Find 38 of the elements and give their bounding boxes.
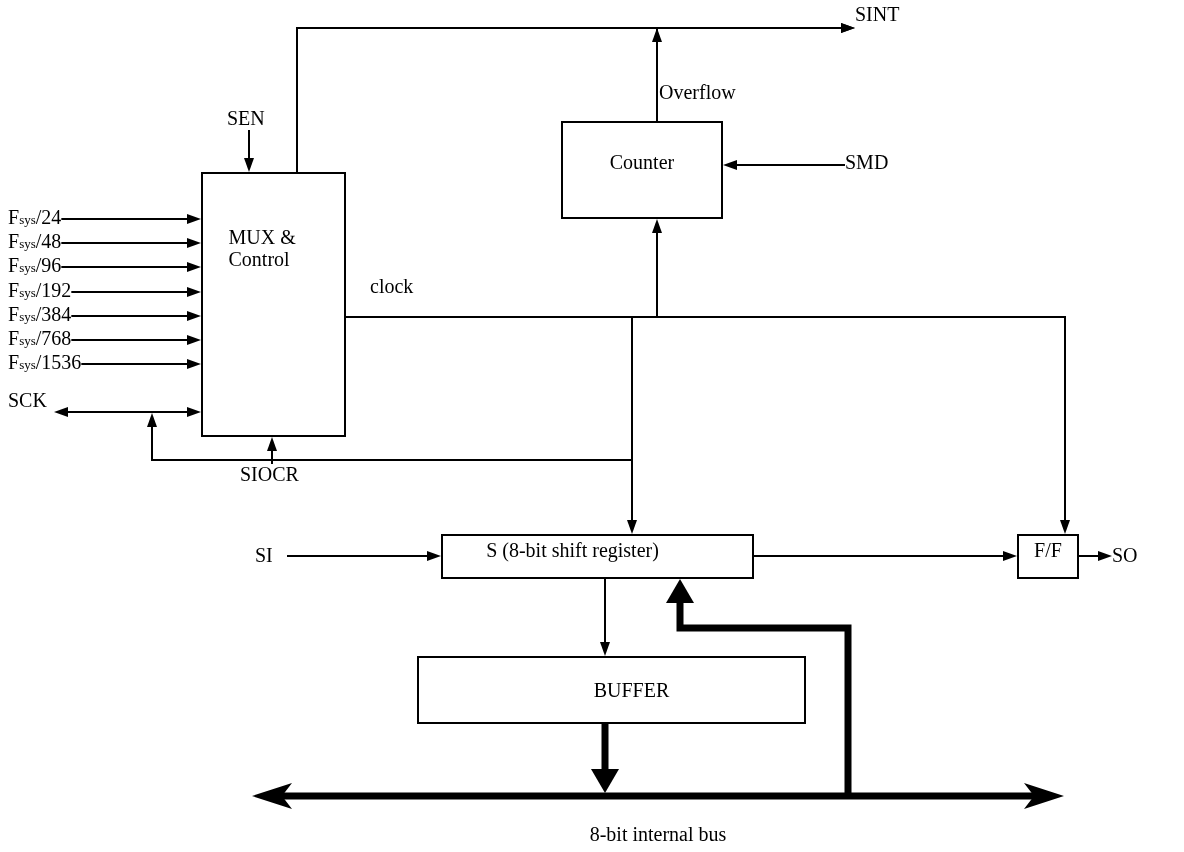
arrow: [1078, 551, 1112, 561]
shift-register-block: [441, 534, 754, 579]
arrow: [286, 551, 441, 561]
edge-label: clock: [370, 276, 414, 296]
arrow: [60, 262, 201, 272]
arrow: [244, 129, 254, 172]
arrow: [70, 335, 201, 345]
block-label: F/F: [1034, 539, 1062, 561]
signal-label: SCK: [8, 390, 54, 416]
arrow: [267, 437, 277, 465]
bus-arrow: [252, 780, 1064, 812]
arrow: [70, 311, 201, 321]
signal-label: SMD: [845, 152, 905, 174]
arrow: [753, 551, 1017, 561]
signal-label: SINT: [855, 4, 913, 32]
arrow: [60, 214, 201, 224]
edge-label: Overflow: [659, 82, 736, 102]
block-label: S (8-bit shift register): [486, 539, 659, 561]
buffer-block: [417, 656, 806, 724]
bus-arrow-connector: [591, 724, 619, 793]
arrow: [80, 359, 201, 369]
block-label: BUFFER: [593, 679, 670, 701]
signal-label: SO: [1112, 545, 1152, 567]
signal-label: SIOCR: [240, 464, 302, 486]
arrow: [60, 238, 201, 248]
arrow: [147, 316, 633, 461]
counter-block: [561, 121, 723, 219]
arrow: [723, 160, 846, 170]
mux-control-block: [201, 172, 346, 437]
arrow: [54, 407, 201, 417]
signal-label: SI: [255, 545, 287, 567]
signal-label: SEN: [227, 108, 271, 130]
flip-flop-block: [1017, 534, 1079, 579]
block-label: Counter: [609, 151, 675, 173]
bus-arrow-connector: [666, 579, 852, 793]
block-label: MUX & Control: [228, 226, 297, 270]
arrow: [70, 287, 201, 297]
arrow: [600, 578, 610, 656]
